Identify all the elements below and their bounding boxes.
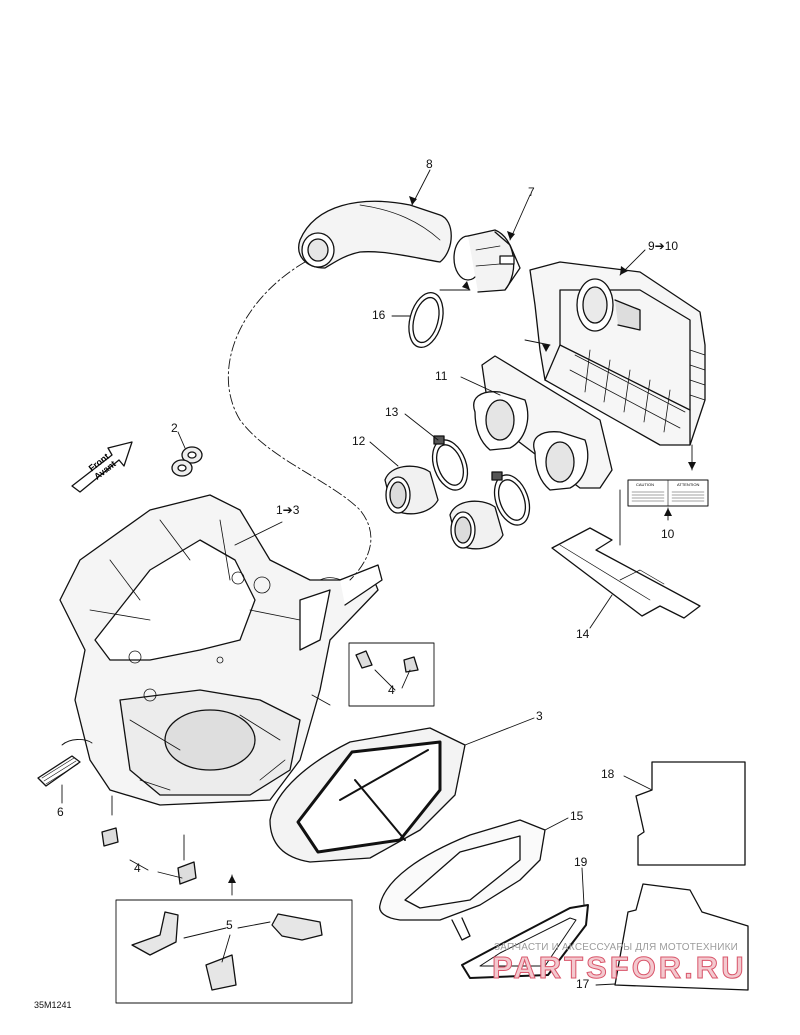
part-10-warning-decal [627, 479, 709, 507]
callout-4-upper: 4 [388, 683, 395, 697]
part-5-straps-callout-box [115, 899, 353, 1004]
part-9-silencer-box [529, 261, 706, 446]
part-2-grommets [171, 446, 203, 477]
part-14-foam-pad [551, 527, 701, 619]
part-4-clips-callout-box [348, 642, 435, 707]
callout-3: 3 [536, 709, 543, 723]
part-13-clamps [431, 435, 531, 526]
part-15-filter-frame [379, 819, 546, 941]
callout-6: 6 [57, 805, 64, 819]
callout-14: 14 [576, 627, 590, 641]
phantom-path-line [227, 261, 372, 581]
callout-13: 13 [385, 405, 399, 419]
decal-caution-title: CAUTION [636, 482, 654, 487]
callout-18: 18 [601, 767, 615, 781]
callout-8: 8 [426, 157, 433, 171]
part-8-intake-tube [298, 200, 452, 269]
callout-12: 12 [352, 434, 366, 448]
callout-7: 7 [528, 185, 535, 199]
callout-4-lower: 4 [134, 861, 141, 875]
part-6-label [37, 755, 81, 787]
callout-16: 16 [372, 308, 386, 322]
part-7-adaptor [453, 229, 521, 293]
part-17-mat [614, 883, 749, 991]
part-11-throttle-adaptor-plate [473, 355, 613, 491]
leader-arrowheads [228, 196, 696, 883]
assembly-arrow-lines [439, 289, 551, 346]
decal-attention-title: ATTENTION [677, 482, 700, 487]
callout-1-3: 1➔3 [276, 503, 300, 517]
front-direction-arrow [71, 441, 133, 493]
callout-2: 2 [171, 421, 178, 435]
part-19-gasket [461, 904, 589, 979]
watermark-brand: PARTSFOR.RU [492, 950, 747, 986]
callout-11: 11 [435, 369, 448, 383]
callout-9-10: 9➔10 [648, 239, 679, 253]
part-12-sleeves [384, 465, 504, 550]
callout-5: 5 [226, 918, 233, 932]
watermark-tagline: ЗАПЧАСТИ И АКСЕССУАРЫ ДЛЯ МОТОТЕХНИКИ [494, 942, 739, 953]
callout-17: 17 [576, 977, 590, 991]
callout-15: 15 [570, 809, 584, 823]
part-18-mat [635, 761, 746, 866]
part-3-air-filter [269, 727, 466, 863]
part-16-o-ring [408, 291, 444, 349]
part-1-air-box-housing [59, 494, 383, 806]
part-4-clips [101, 827, 197, 885]
drawing-reference-code: 35M1241 [34, 1000, 72, 1010]
callout-19: 19 [574, 855, 588, 869]
callout-10: 10 [661, 527, 675, 541]
